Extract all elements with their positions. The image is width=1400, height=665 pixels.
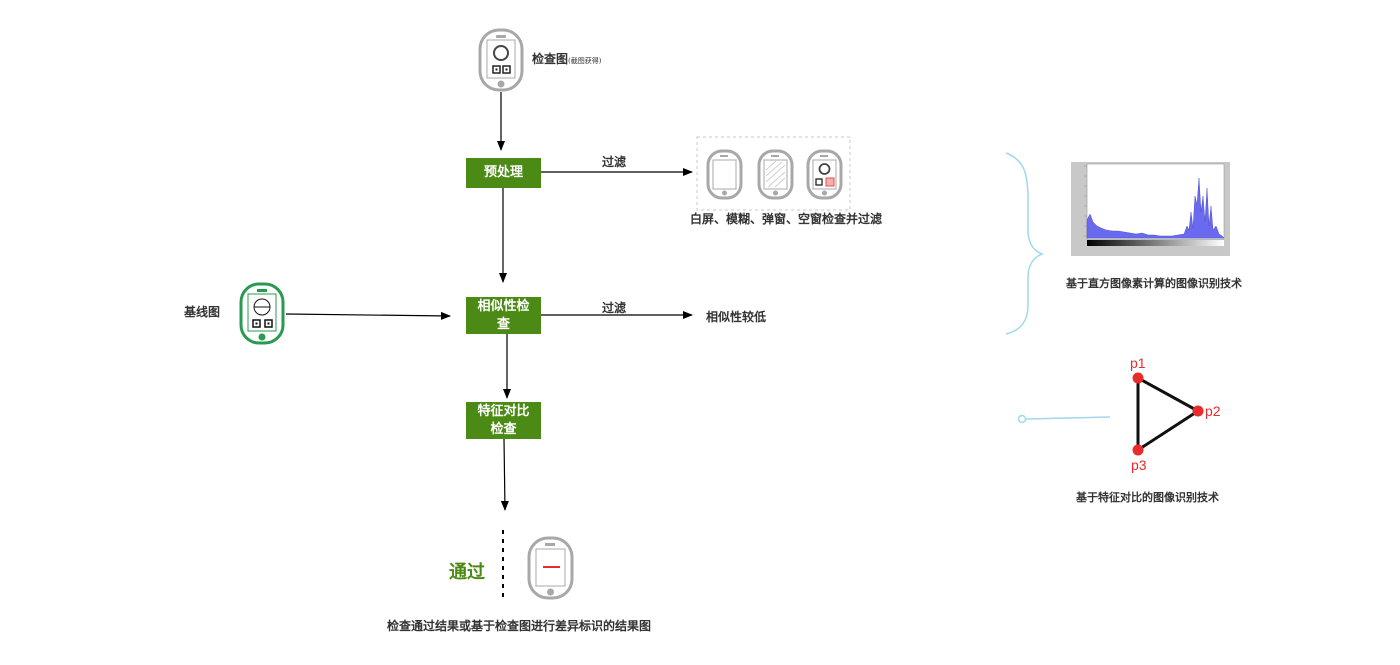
white-screen-device-icon bbox=[706, 149, 743, 200]
point-p3-marker bbox=[1132, 444, 1144, 456]
filter-mid-label: 过滤 bbox=[602, 301, 627, 315]
popup-device-icon bbox=[806, 149, 843, 200]
arrow-baseline-to-similarity bbox=[285, 311, 451, 320]
result-caption: 检查通过结果或基于检查图进行差异标识的结果图 bbox=[387, 619, 652, 633]
technique-brace bbox=[1005, 152, 1045, 335]
check-image-label: 检查图(截图获得) bbox=[532, 52, 602, 66]
low-similarity-label: 相似性较低 bbox=[706, 310, 767, 324]
histogram-thumbnail bbox=[1071, 162, 1230, 256]
pass-label: 通过 bbox=[449, 562, 485, 583]
feature-triangle bbox=[1132, 372, 1204, 456]
connector-line bbox=[1025, 416, 1111, 420]
point-p2-label: p2 bbox=[1205, 403, 1221, 419]
point-p1-marker bbox=[1132, 372, 1144, 384]
similarity-check-box: 相似性检 查 bbox=[466, 297, 541, 334]
connector-node bbox=[1017, 414, 1027, 424]
result-device-icon bbox=[527, 536, 574, 600]
arrow-feature-to-result bbox=[500, 438, 509, 511]
histogram-caption: 基于直方图像素计算的图像识别技术 bbox=[1066, 277, 1242, 290]
point-p1-label: p1 bbox=[1130, 355, 1146, 371]
feature-compare-box: 特征对比 检查 bbox=[466, 402, 541, 439]
filtered-states-group bbox=[696, 136, 851, 211]
point-p3-label: p3 bbox=[1131, 457, 1147, 473]
baseline-device-icon bbox=[239, 282, 285, 345]
check-image-device-icon bbox=[478, 28, 524, 92]
preprocess-box: 预处理 bbox=[466, 158, 541, 188]
filter-states-caption: 白屏、模糊、弹窗、空窗检查并过滤 bbox=[690, 212, 883, 226]
point-p2-marker bbox=[1192, 405, 1204, 417]
baseline-label: 基线图 bbox=[184, 305, 221, 319]
blurred-screen-device-icon bbox=[757, 149, 794, 200]
filter-top-label: 过滤 bbox=[602, 155, 627, 169]
feature-caption: 基于特征对比的图像识别技术 bbox=[1076, 491, 1219, 504]
